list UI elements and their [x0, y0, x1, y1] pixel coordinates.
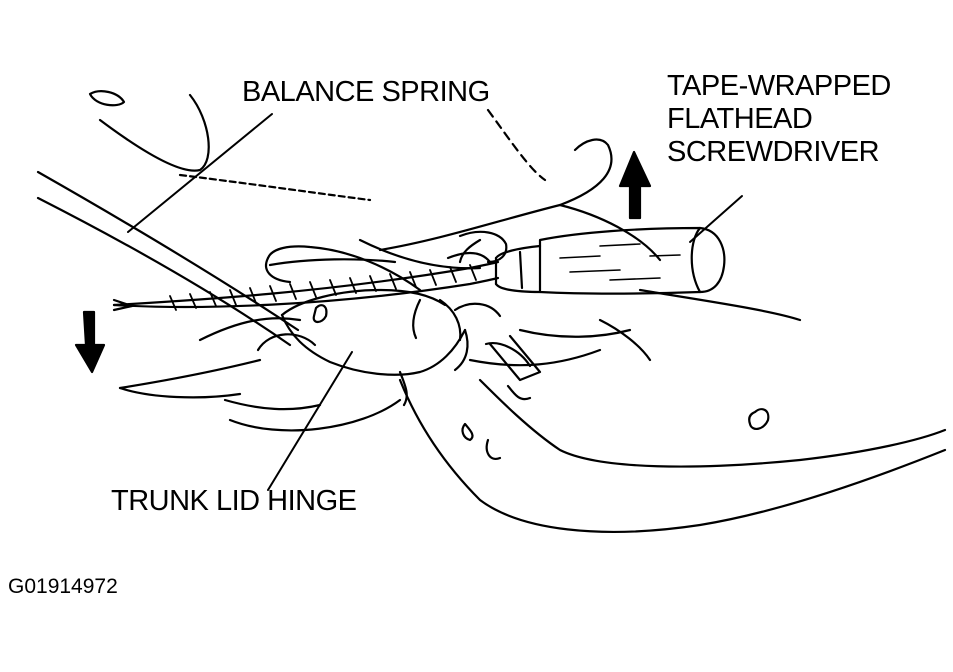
balance-spring-label: BALANCE SPRING [242, 76, 490, 108]
leader-lines [127, 113, 743, 491]
balance-spring [36, 170, 397, 347]
screwdriver-label-line-2: FLATHEAD [667, 103, 813, 135]
arrow-down-icon [74, 310, 106, 374]
screwdriver-label-line-1: TAPE-WRAPPED [667, 70, 891, 102]
leader-trunk-lid-hinge [267, 351, 353, 491]
trunk-lid-hinge-label: TRUNK LID HINGE [111, 485, 357, 517]
screwdriver-handle [494, 226, 726, 295]
leader-screwdriver [689, 195, 743, 243]
trunk-lid-hinge [264, 230, 542, 407]
screwdriver-shaft [112, 260, 500, 312]
arrow-up-icon [618, 150, 652, 220]
figure-id: G01914972 [8, 575, 118, 598]
screwdriver-label: TAPE-WRAPPED FLATHEAD SCREWDRIVER [667, 70, 891, 169]
screwdriver-label-line-3: SCREWDRIVER [667, 136, 880, 168]
leader-balance-spring [127, 113, 273, 233]
